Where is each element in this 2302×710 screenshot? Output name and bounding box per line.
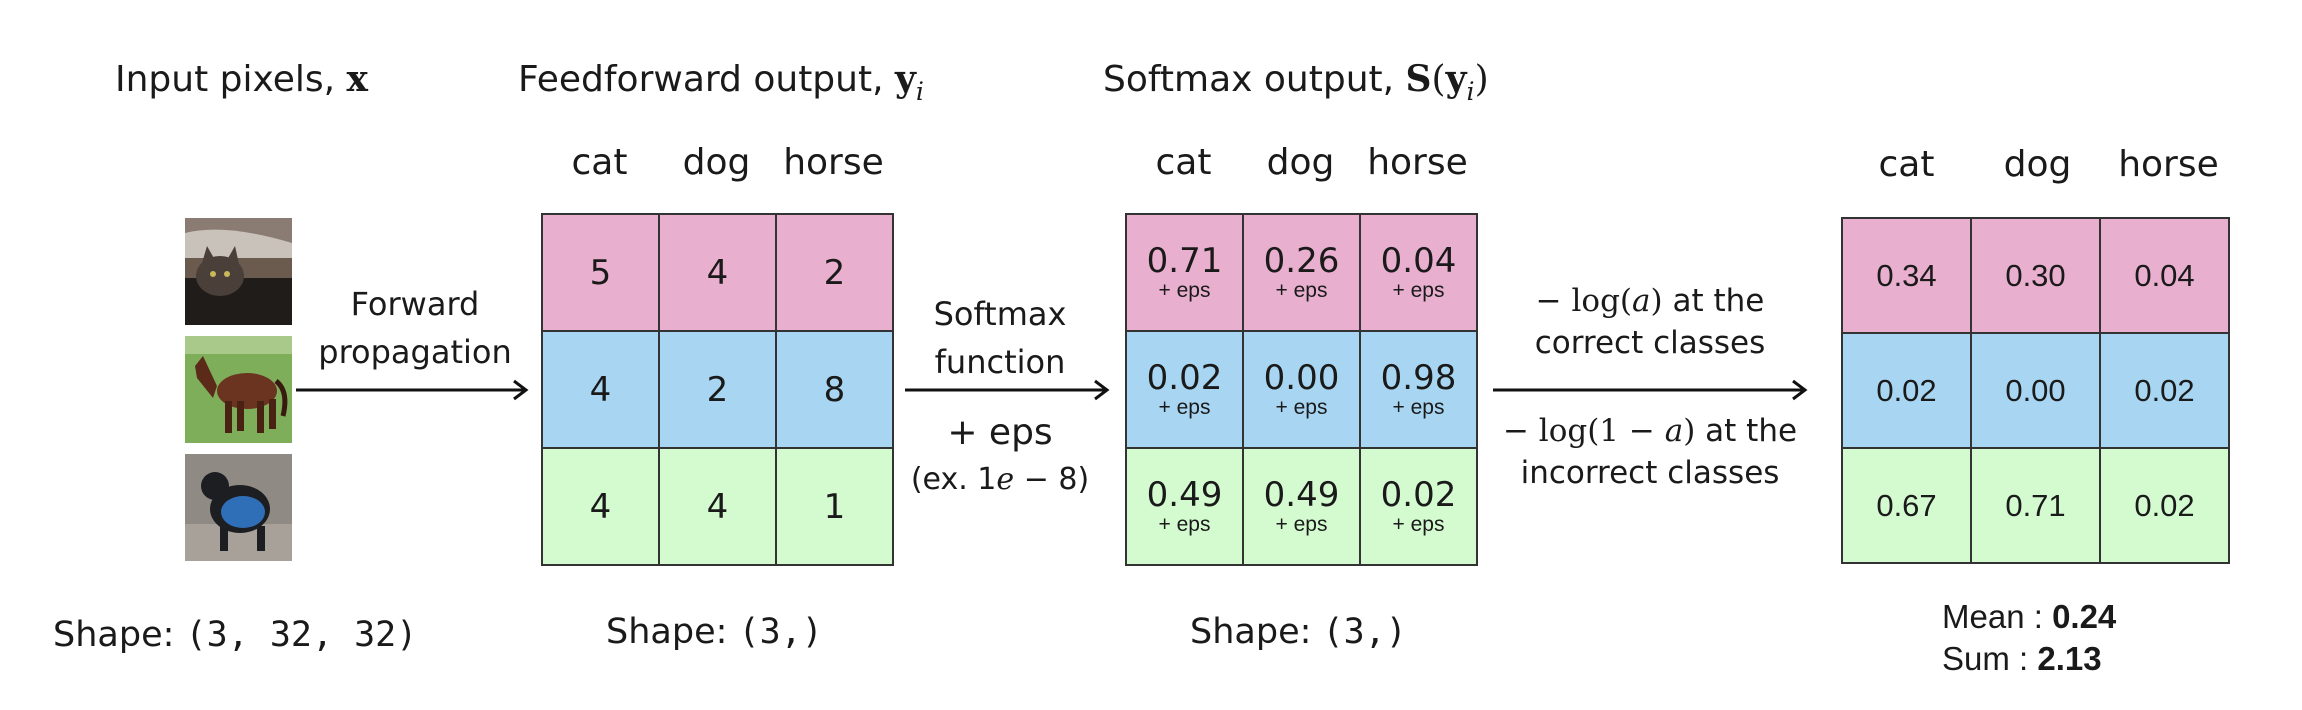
loss-arrow [1493,379,1808,401]
mean-stat: Mean : 0.24 [1942,598,2117,635]
ff-shape-label: Shape: (3,) [606,612,823,652]
ff-header-horse: horse [783,142,884,183]
sm-cell: 0.71+ eps [1125,213,1244,332]
ff-cell: 4 [541,330,660,449]
loss-incorrect-label: − log(1 − a) at the incorrect classes [1502,413,1798,491]
loss-cell: 0.02 [2099,447,2230,564]
sm-cell: 0.26+ eps [1242,213,1361,332]
sm-cell: 0.00+ eps [1242,330,1361,449]
sm-cell: 0.49+ eps [1242,447,1361,566]
ff-cell: 2 [775,213,894,332]
sm-shape-label: Shape: (3,) [1190,612,1407,652]
title-feedforward-output: Feedforward output, yi [518,58,924,106]
dog-image [185,454,292,561]
title-softmax-output: Softmax output, S(yi) [1103,58,1489,106]
cat-image [185,218,292,325]
softmax-eps-label: + eps [947,412,1053,453]
ff-cell: 4 [658,213,777,332]
loss-stats: Mean : 0.24 Sum : 2.13 [1942,596,2116,680]
loss-cell: 0.02 [2099,332,2230,449]
input-shape-label: Shape: (3, 32, 32) [53,615,418,655]
loss-header-dog: dog [2003,144,2072,185]
forward-propagation-label: Forward propagation [318,285,512,371]
softmax-function-label: Softmax function [933,295,1067,381]
sm-cell: 0.04+ eps [1359,213,1478,332]
feedforward-grid: 5 4 2 4 2 8 4 4 1 [541,213,894,566]
sum-stat: Sum : 2.13 [1942,640,2102,677]
loss-correct-label: − log(a) at the correct classes [1534,283,1766,361]
loss-cell: 0.67 [1841,447,1972,564]
sm-header-horse: horse [1367,142,1468,183]
ff-cell: 4 [658,447,777,566]
ff-cell: 1 [775,447,894,566]
softmax-eps-example: (ex. 1e − 8) [910,462,1090,497]
sm-header-cat: cat [1155,142,1212,183]
loss-cell: 0.02 [1841,332,1972,449]
sm-cell: 0.02+ eps [1125,330,1244,449]
loss-cell: 0.71 [1970,447,2101,564]
loss-cell: 0.30 [1970,217,2101,334]
title-input-pixels: Input pixels, x [115,58,368,100]
horse-image [185,336,292,443]
loss-header-cat: cat [1878,144,1935,185]
loss-cell: 0.00 [1970,332,2101,449]
sm-cell: 0.98+ eps [1359,330,1478,449]
ff-cell: 4 [541,447,660,566]
loss-grid: 0.34 0.30 0.04 0.02 0.00 0.02 0.67 0.71 … [1841,217,2230,564]
sm-cell: 0.02+ eps [1359,447,1478,566]
ff-cell: 8 [775,330,894,449]
forward-arrow [296,379,529,401]
ff-header-dog: dog [682,142,751,183]
ff-cell: 5 [541,213,660,332]
loss-cell: 0.04 [2099,217,2230,334]
softmax-arrow [905,379,1110,401]
ff-header-cat: cat [571,142,628,183]
ff-cell: 2 [658,330,777,449]
sm-cell: 0.49+ eps [1125,447,1244,566]
loss-cell: 0.34 [1841,217,1972,334]
loss-header-horse: horse [2118,144,2219,185]
softmax-grid: 0.71+ eps 0.26+ eps 0.04+ eps 0.02+ eps … [1125,213,1478,566]
sm-header-dog: dog [1266,142,1335,183]
